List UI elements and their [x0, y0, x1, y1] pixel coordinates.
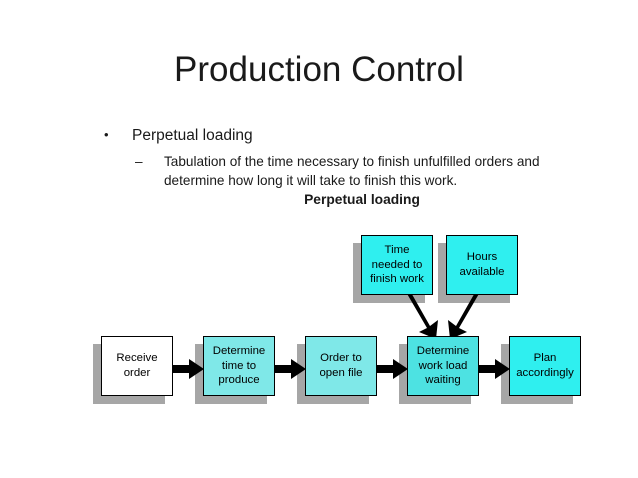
flow-node-label: Order to open file — [319, 352, 363, 379]
arrow-determine-time-to-order — [275, 359, 306, 379]
flow-node-receive-order[interactable]: Receive order — [101, 336, 173, 396]
flow-node-label: Receive order — [116, 352, 158, 379]
arrow-receive-to-determine-time — [173, 359, 204, 379]
bullet-level1: • Perpetual loading — [104, 126, 604, 147]
flow-node-hours-available[interactable]: Hours available — [446, 235, 518, 295]
arrow-determine-load-to-plan — [479, 359, 510, 379]
flow-node-label: Determine time to produce — [212, 345, 266, 387]
flow-node-plan-accordingly[interactable]: Plan accordingly — [509, 336, 581, 396]
arrow-order-to-determine-load — [377, 359, 408, 379]
arrow-time-needed-to-determine-load — [400, 289, 438, 339]
bullet-level1-text: Perpetual loading — [132, 127, 253, 144]
flow-node-label: Plan accordingly — [516, 352, 574, 379]
flow-node-label: Hours available — [459, 251, 505, 278]
flow-node-time-needed[interactable]: Time needed to finish work — [361, 235, 433, 295]
flow-node-label: Time needed to finish work — [370, 244, 424, 286]
bullet-marker-dash: – — [135, 154, 143, 169]
flow-node-determine-time[interactable]: Determine time to produce — [203, 336, 275, 396]
diagram-caption: Perpetual loading — [304, 192, 420, 207]
arrow-hours-available-to-determine-load — [448, 289, 486, 339]
flow-node-determine-work-load[interactable]: Determine work load waiting — [407, 336, 479, 396]
bullet-level2: – Tabulation of the time necessary to fi… — [135, 152, 590, 191]
page-title: Production Control — [174, 50, 464, 89]
bullet-marker-dot: • — [104, 127, 109, 142]
flow-node-order-open-file[interactable]: Order to open file — [305, 336, 377, 396]
flow-node-label: Determine work load waiting — [416, 345, 470, 387]
bullet-level2-text: Tabulation of the time necessary to fini… — [164, 154, 540, 189]
